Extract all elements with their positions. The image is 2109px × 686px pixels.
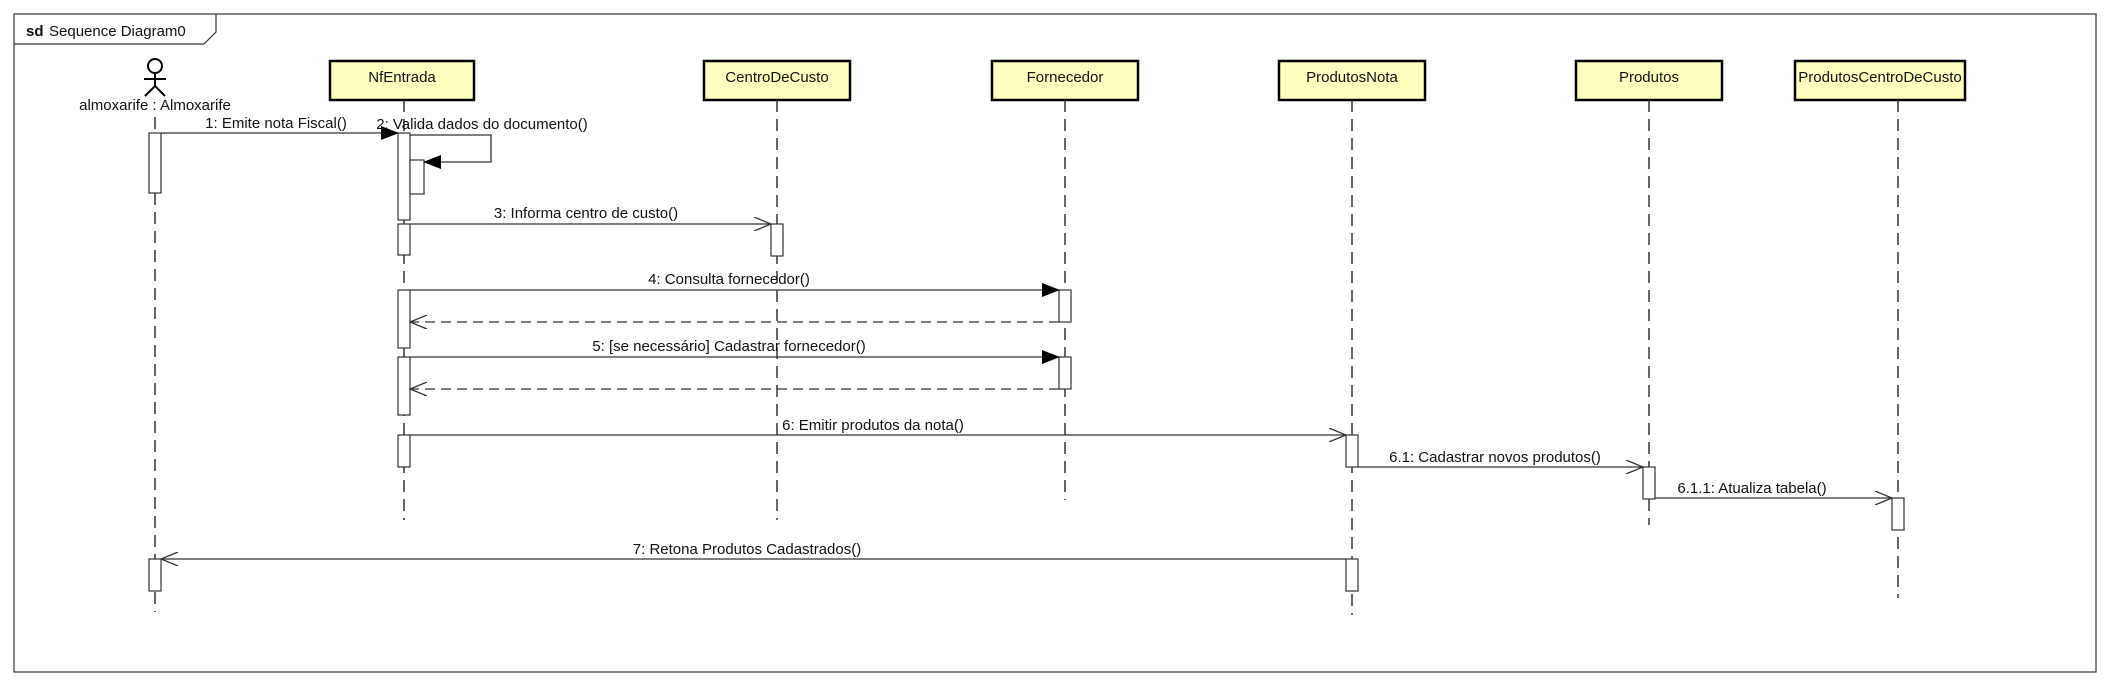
frame-border bbox=[13, 13, 2097, 673]
actor-almoxarife[interactable]: almoxarife : Almoxarife bbox=[79, 58, 231, 612]
activation-bar bbox=[148, 558, 162, 592]
lifeline-label: NfEntrada bbox=[368, 69, 436, 86]
lifeline-label: Fornecedor bbox=[1027, 69, 1104, 86]
message-1[interactable]: 1: Emite nota Fiscal() bbox=[161, 115, 399, 140]
activation-bar bbox=[397, 132, 411, 221]
activation-bar bbox=[1891, 497, 1905, 531]
activation-bar bbox=[397, 356, 411, 416]
message-6-1[interactable]: 6.1: Cadastrar novos produtos() bbox=[1358, 449, 1643, 467]
actor-label: almoxarife : Almoxarife bbox=[79, 97, 231, 114]
message-label: 7: Retona Produtos Cadastrados() bbox=[633, 541, 861, 558]
message-label: 4: Consulta fornecedor() bbox=[648, 271, 810, 288]
frame-name: Sequence Diagram0 bbox=[49, 23, 186, 40]
activation-bar bbox=[409, 159, 425, 195]
message-label: 5: [se necessário] Cadastrar fornecedor(… bbox=[592, 338, 865, 355]
lifeline-produtos[interactable]: Produtos bbox=[1574, 59, 1724, 525]
message-arrow bbox=[410, 134, 492, 169]
message-2[interactable]: 2: Valida dados do documento() bbox=[376, 116, 588, 169]
lifeline-fornecedor[interactable]: Fornecedor bbox=[990, 59, 1140, 500]
activation-bar bbox=[1345, 558, 1359, 592]
frame-keyword: sd bbox=[26, 23, 44, 40]
lifeline-head-box bbox=[702, 59, 852, 102]
lifeline-label: ProdutosNota bbox=[1306, 69, 1398, 86]
lifeline-label: ProdutosCentroDeCusto bbox=[1798, 69, 1961, 86]
lifeline-produtoscentrodecusto[interactable]: ProdutosCentroDeCusto bbox=[1793, 59, 1967, 598]
lifeline-label: CentroDeCusto bbox=[725, 69, 828, 86]
message-7[interactable]: 7: Retona Produtos Cadastrados() bbox=[161, 541, 1346, 559]
activation-bar bbox=[1345, 434, 1359, 468]
message-5[interactable]: 5: [se necessário] Cadastrar fornecedor(… bbox=[410, 338, 1060, 364]
message-6-1-1[interactable]: 6.1.1: Atualiza tabela() bbox=[1655, 480, 1892, 498]
message-label: 6.1.1: Atualiza tabela() bbox=[1677, 480, 1826, 497]
lifeline-label: Produtos bbox=[1619, 69, 1679, 86]
message-label: 3: Informa centro de custo() bbox=[494, 205, 678, 222]
lifeline-centrodecusto[interactable]: CentroDeCusto bbox=[702, 59, 852, 520]
activation-bar bbox=[1058, 289, 1072, 323]
activation-bar bbox=[397, 434, 411, 468]
lifeline-head-box bbox=[1793, 59, 1967, 102]
message-label: 1: Emite nota Fiscal() bbox=[205, 115, 347, 132]
activation-bar bbox=[397, 223, 411, 256]
actor-figure-icon bbox=[144, 58, 166, 97]
activation-bar bbox=[397, 289, 411, 349]
message-3[interactable]: 3: Informa centro de custo() bbox=[410, 205, 771, 224]
activation-bar bbox=[770, 223, 784, 257]
message-4[interactable]: 4: Consulta fornecedor() bbox=[410, 271, 1060, 297]
message-label: 2: Valida dados do documento() bbox=[376, 116, 588, 133]
frame-tab bbox=[14, 14, 217, 45]
activation-bar bbox=[148, 132, 162, 194]
activation-bar bbox=[1058, 356, 1072, 390]
lifeline-head-box bbox=[1277, 59, 1427, 102]
message-label: 6: Emitir produtos da nota() bbox=[782, 417, 964, 434]
lifeline-produtosnota[interactable]: ProdutosNota bbox=[1277, 59, 1427, 615]
message-6[interactable]: 6: Emitir produtos da nota() bbox=[410, 417, 1346, 435]
activation-bar bbox=[1642, 466, 1656, 500]
lifeline-head-box bbox=[1574, 59, 1724, 102]
activations bbox=[148, 132, 1905, 592]
frame: sd Sequence Diagram0 bbox=[13, 13, 2097, 673]
lifeline-head-box bbox=[328, 59, 476, 102]
message-label: 6.1: Cadastrar novos produtos() bbox=[1389, 449, 1601, 466]
